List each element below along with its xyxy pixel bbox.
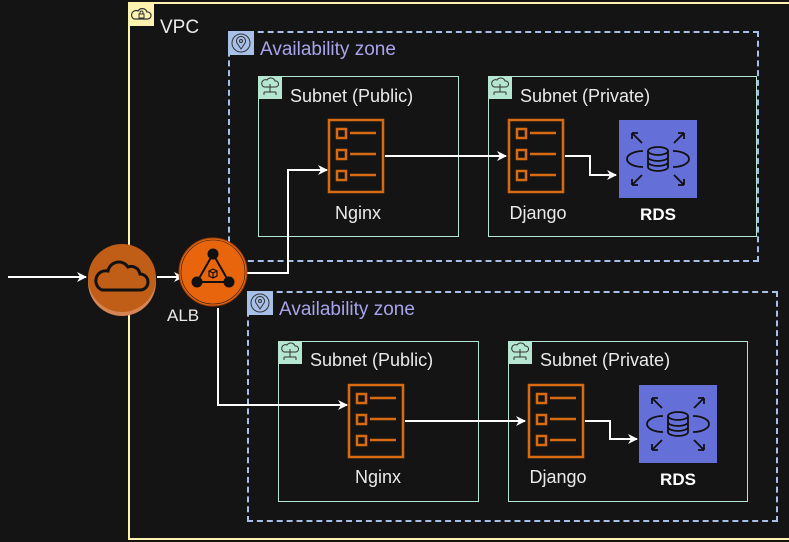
- az1-subnet-public-badge: [258, 76, 282, 99]
- az1-label: Availability zone: [260, 39, 396, 60]
- az2-subnet-public-badge: [278, 341, 302, 364]
- alb-label: ALB: [167, 306, 200, 325]
- internet-gateway-cloud-icon[interactable]: [88, 244, 156, 316]
- vpc-cloud-lock-icon: [130, 8, 152, 20]
- az1-nginx-server-list-icon[interactable]: [327, 118, 385, 194]
- az1-nginx-label: Nginx: [334, 203, 382, 223]
- subnet-cloud-icon: [511, 342, 530, 360]
- az2-nginx-label: Nginx: [354, 467, 402, 487]
- edge-alb-to-nginx-az2: [217, 308, 348, 410]
- az1-django-server-list-icon[interactable]: [507, 118, 565, 194]
- vpc-label: VPC: [160, 17, 200, 38]
- az2-label: Availability zone: [279, 299, 415, 320]
- availability-zone-2: [247, 291, 778, 522]
- edge-alb-to-nginx-az1: [246, 165, 328, 274]
- subnet-cloud-icon: [491, 77, 510, 95]
- az2-subnet-private-badge: [508, 341, 532, 364]
- az1-rds-database-icon[interactable]: [618, 119, 698, 199]
- az2-nginx-server-list-icon[interactable]: [347, 383, 405, 459]
- az2-rds-label: RDS: [660, 470, 696, 489]
- az2-django-server-list-icon[interactable]: [527, 383, 585, 459]
- az2-django-label: Django: [529, 467, 587, 487]
- az1-subnet-private-label: Subnet (Private): [520, 86, 651, 106]
- location-pin-icon: [250, 293, 270, 313]
- az2-rds-database-icon[interactable]: [638, 384, 718, 464]
- subnet-cloud-icon: [261, 77, 280, 95]
- subnet-cloud-icon: [281, 342, 300, 360]
- az1-django-label: Django: [509, 203, 567, 223]
- vpc-badge: [128, 2, 154, 26]
- az2-subnet-public-label: Subnet (Public): [310, 350, 434, 370]
- az2-badge: [247, 291, 273, 315]
- edge-django-to-rds-az1: [565, 155, 617, 180]
- edge-django-to-rds-az2: [585, 420, 638, 444]
- az1-subnet-public-label: Subnet (Public): [290, 86, 414, 106]
- alb-icon[interactable]: [178, 237, 248, 307]
- location-pin-icon: [231, 33, 251, 53]
- az2-subnet-private-label: Subnet (Private): [540, 350, 671, 370]
- az1-subnet-private-badge: [488, 76, 512, 99]
- az1-badge: [228, 31, 254, 55]
- az1-rds-label: RDS: [640, 205, 676, 224]
- availability-zone-1: [228, 31, 759, 262]
